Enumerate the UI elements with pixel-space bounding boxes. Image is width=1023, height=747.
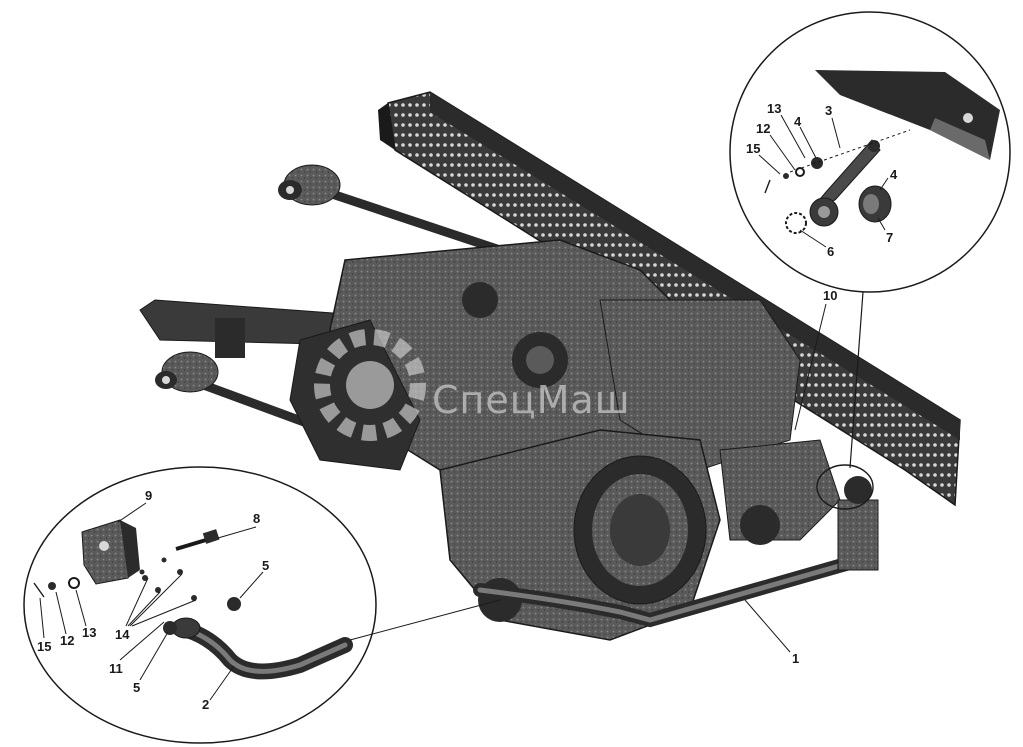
leader-10 — [794, 303, 827, 431]
callout-top-7: 7 — [886, 230, 894, 245]
callout-bottom-15: 15 — [37, 639, 52, 654]
watermark-text: СпецМаш — [432, 378, 631, 422]
cross-beam — [139, 299, 361, 358]
stabilizer-bar — [473, 464, 879, 628]
callout-top-12: 12 — [756, 121, 771, 136]
callout-bottom-2: 2 — [202, 697, 210, 712]
callout-bottom-14: 14 — [115, 627, 130, 642]
bottom-inset-ellipse — [23, 466, 501, 744]
callout-top-13: 13 — [767, 101, 782, 116]
frame-rail — [378, 91, 961, 507]
callout-bottom-9: 9 — [145, 488, 153, 503]
callout-bottom-12: 12 — [60, 633, 75, 648]
top-inset-circle — [729, 11, 1011, 469]
axle-ring-bracket — [439, 429, 841, 641]
callout-top-15: 15 — [746, 141, 761, 156]
callout-bottom-5a: 5 — [262, 558, 270, 573]
callout-bottom-8: 8 — [253, 511, 261, 526]
callout-bottom-13: 13 — [82, 625, 97, 640]
callout-top-4a: 4 — [794, 114, 802, 129]
callout-top-4b: 4 — [890, 167, 898, 182]
callout-bottom-5b: 5 — [133, 680, 141, 695]
callout-bottom-11: 11 — [109, 661, 123, 676]
callout-top-3: 3 — [825, 103, 833, 118]
watermark-gear-icon — [314, 329, 426, 441]
callout-10: 10 — [823, 288, 838, 303]
callout-top-6: 6 — [827, 244, 835, 259]
leader-1 — [744, 599, 791, 653]
callout-1: 1 — [792, 651, 800, 666]
